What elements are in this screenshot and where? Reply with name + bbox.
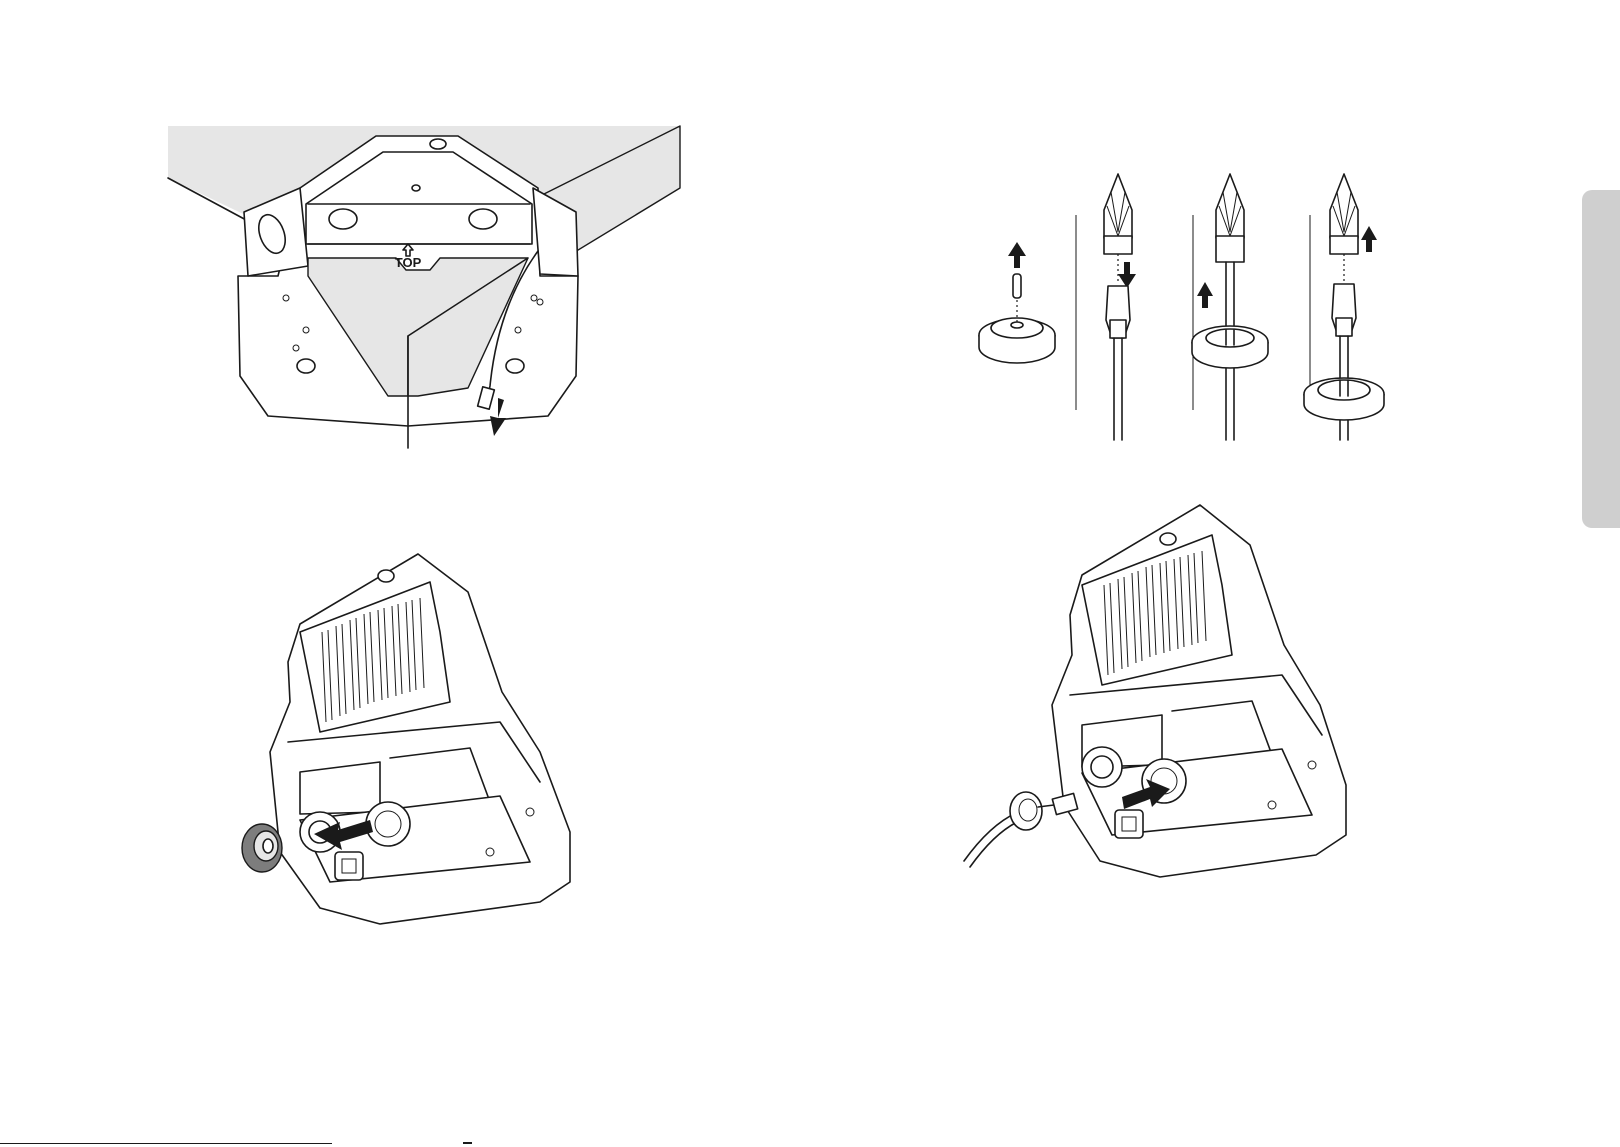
chapter-tab	[1582, 190, 1620, 528]
figure-insert-cable	[990, 505, 1350, 905]
grommet-icon	[242, 824, 282, 872]
arrow-up-icon	[1197, 282, 1213, 308]
panel-1	[979, 242, 1055, 363]
panel-3	[1192, 174, 1268, 440]
grommet-icon	[1010, 792, 1042, 830]
figure-cable-steps	[968, 170, 1408, 460]
footer-rule	[0, 1143, 332, 1144]
footer-mark	[463, 1142, 472, 1144]
figure-mount-top-view: TOP	[168, 126, 680, 462]
panel-4	[1304, 174, 1384, 440]
arrow-down-icon	[1118, 262, 1136, 288]
arrow-up-icon	[1008, 242, 1026, 268]
panel-2	[1104, 174, 1136, 440]
top-marking: TOP	[395, 255, 422, 270]
arrow-up-icon	[1361, 226, 1377, 252]
figure-remove-grommet	[240, 552, 590, 932]
